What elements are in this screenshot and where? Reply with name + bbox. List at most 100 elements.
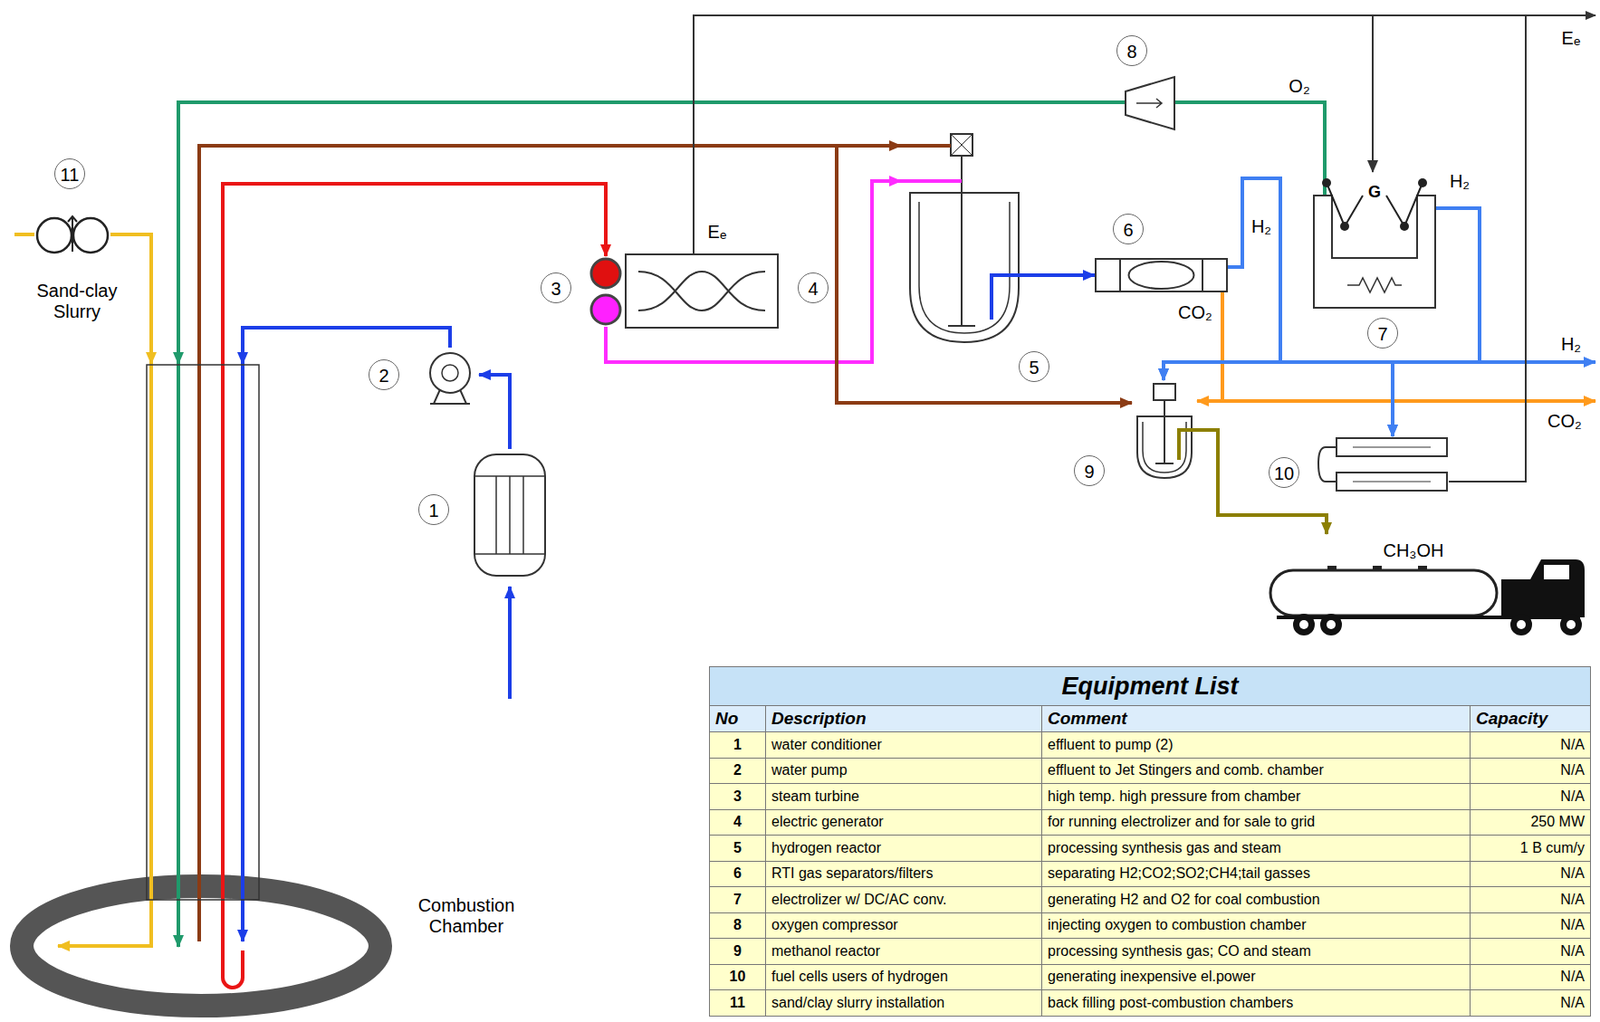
table-cell: 3 <box>709 784 767 811</box>
fuel-cells-shape <box>1316 436 1449 496</box>
equipment-table: Equipment ListNoDescriptionCommentCapaci… <box>708 666 1591 1017</box>
table-cell: hydrogen reactor <box>766 835 1043 863</box>
shaft-pipes <box>14 234 1596 988</box>
combustion-chamber: Combustion Chamber <box>145 364 260 901</box>
table-cell: N/A <box>1470 732 1591 759</box>
electrolizer-shape-part <box>1326 182 1423 227</box>
methanol-reactor-shape-part <box>1153 383 1176 401</box>
shaft-pipes-part <box>507 586 512 700</box>
table-cell: N/A <box>1470 913 1591 940</box>
methanol-truck-shape-part <box>1417 565 1428 571</box>
combustion-chamber-shape-part <box>146 364 259 901</box>
pipe-connector <box>199 145 901 365</box>
methanol-reactor-shape <box>1131 380 1198 482</box>
electric-generator: Eₑ4 <box>624 253 779 329</box>
water-conditioner: 1 <box>469 449 551 582</box>
stream-label: O₂ <box>1286 76 1312 97</box>
electrolizer: G7 <box>1306 172 1443 315</box>
pipe-connector <box>1027 273 1095 278</box>
methanol-truck-shape-part-part <box>1510 613 1533 636</box>
methanol-truck-shape-part-part <box>1560 613 1582 636</box>
electric-generator-shape-part <box>638 271 766 311</box>
stream-label: CO₂ <box>1176 302 1215 324</box>
table-header: Description <box>766 706 1043 733</box>
slurry-installation-shape-part <box>37 218 72 253</box>
pipe-connector <box>199 145 1132 403</box>
methanol-reactor-shape-part <box>1178 430 1198 460</box>
methanol-truck-shape-part-part <box>1293 613 1315 636</box>
callout-number: 1 <box>418 494 450 526</box>
hydrogen-reactor-shape-part <box>950 134 973 156</box>
hydrogen-reactor-shape-part <box>919 201 1010 334</box>
oxygen-compressor-shape-part <box>1136 98 1162 108</box>
electrolizer-shape-part <box>1340 221 1350 231</box>
equipment-label: G <box>1368 182 1381 202</box>
stream-label: H₂ <box>1249 216 1274 238</box>
table-cell: N/A <box>1470 758 1591 786</box>
table-cell: water pump <box>766 758 1043 786</box>
gas-separator-shape-part <box>1129 261 1195 289</box>
water-conditioner-shape-part <box>474 454 546 576</box>
table-cell: electric generator <box>766 810 1043 837</box>
pipe-connector <box>242 327 451 365</box>
table-cell: 9 <box>709 938 767 966</box>
methanol-truck-shape-part-part <box>1566 620 1576 630</box>
callout-number: 8 <box>1116 35 1148 67</box>
hydrogen-reactor-shape <box>900 115 1028 349</box>
shaft-pipes-part <box>240 364 245 942</box>
table-cell: for running electrolizer and for sale to… <box>1042 810 1471 837</box>
power-lines-part <box>1372 14 1596 17</box>
pipe-connector <box>178 102 1325 365</box>
table-cell: water conditioner <box>766 732 1043 759</box>
methanol-truck-shape-part-part <box>1299 620 1309 630</box>
methanol-truck-shape-part-part <box>1320 613 1342 636</box>
callout-number: 9 <box>1073 455 1105 487</box>
electrolizer-shape-part <box>1435 206 1443 211</box>
steam-turbine-shape-part <box>591 295 621 325</box>
methanol-truck-shape-part <box>1372 565 1382 571</box>
callout-number: 2 <box>368 359 400 391</box>
power-lines-part <box>1448 15 1526 482</box>
table-cell: generating inexpensive el.power <box>1042 965 1471 992</box>
oxygen-compressor: 8 <box>1118 71 1187 135</box>
hydrogen-reactor-shape-part <box>900 179 962 183</box>
table-cell: N/A <box>1470 862 1591 889</box>
water-pump-shape-part <box>441 364 459 382</box>
power-lines <box>1372 15 1596 482</box>
methanol-truck: CH₃OH <box>1267 534 1591 645</box>
oxygen-compressor-shape <box>1118 71 1187 135</box>
electrolizer-shape-part <box>1322 178 1332 188</box>
methanol-truck-shape-part-part <box>1516 620 1526 630</box>
equipment-label: CH₃OH <box>1382 540 1444 562</box>
methanol-truck-shape-part <box>1543 565 1570 580</box>
stream-label: H₂ <box>1447 171 1472 192</box>
water-conditioner-shape <box>469 449 551 582</box>
hydrogen-reactor: 5 <box>900 115 1028 349</box>
methanol-truck-shape-part <box>1293 613 1582 636</box>
table-cell: 4 <box>709 810 767 837</box>
methanol-truck-shape-part <box>1327 565 1337 571</box>
table-cell: N/A <box>1470 965 1591 992</box>
table-cell: 1 <box>709 732 767 759</box>
table-cell: 10 <box>709 965 767 992</box>
steam-turbine: 3 <box>588 256 623 327</box>
hydrogen-reactor-shape-part <box>950 134 973 156</box>
table-cell: separating H2;CO2;SO2;CH4;tail gasses <box>1042 862 1471 889</box>
water-conditioner-shape-part <box>474 476 546 555</box>
pipe-connector <box>222 183 606 365</box>
hydrogen-reactor-shape-part <box>991 275 1028 320</box>
table-cell: 5 <box>709 835 767 863</box>
shaft-pipes-part <box>14 232 35 237</box>
table-cell: high temp. high pressure from chamber <box>1042 784 1471 811</box>
equipment-label: Eₑ <box>708 221 728 243</box>
fuel-cells-shape-part <box>1318 447 1337 482</box>
table-cell: 6 <box>709 862 767 889</box>
gas-separator-shape-part <box>1120 258 1203 292</box>
water-pump: 2 <box>421 347 480 406</box>
table-cell: 7 <box>709 887 767 914</box>
table-header: Capacity <box>1470 706 1591 733</box>
callout-number: 6 <box>1112 213 1144 245</box>
electrolizer-shape-part <box>1313 195 1436 308</box>
gas-separator: 6 <box>1094 258 1228 293</box>
table-header: Comment <box>1042 706 1471 733</box>
